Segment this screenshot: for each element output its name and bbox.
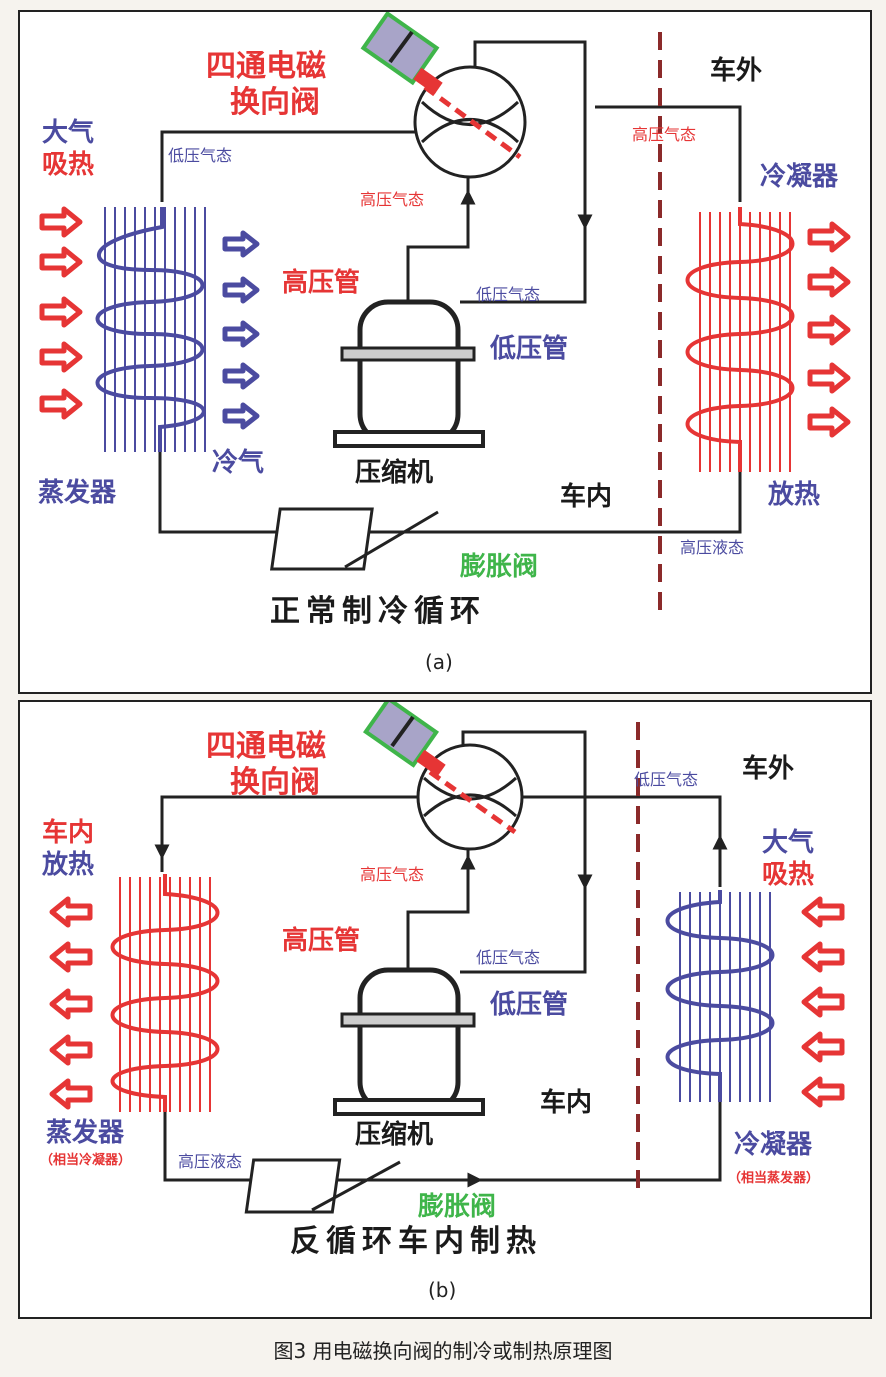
valve-label-line1: 四通电磁 [206, 729, 326, 764]
heat-in-arrows-right [801, 896, 845, 1108]
high-pressure-pipe-label: 高压管 [282, 926, 361, 956]
expansion-valve-label: 膨胀阀 [460, 552, 539, 582]
outside-label: 车外 [742, 754, 795, 784]
valve-label-line2: 换向阀 [230, 85, 320, 120]
low-pressure-gas-top-label: 低压气态 [168, 146, 233, 165]
condenser-label: 冷凝器 [760, 162, 839, 192]
heating-cycle-drawing [49, 702, 845, 1214]
low-pressure-pipe-label: 低压管 [490, 990, 569, 1020]
four-way-valve [360, 12, 527, 179]
heat-out-arrows-left [49, 896, 93, 1110]
high-pressure-gas-right-label: 高压气态 [632, 125, 697, 144]
heat-release-label: 放热 [768, 480, 821, 510]
low-pressure-gas-mid-label: 低压气态 [476, 948, 541, 967]
subfigure-caption: (b) [428, 1278, 457, 1302]
condenser-label: 冷凝器 [734, 1130, 813, 1160]
cold-air-arrows [225, 233, 257, 427]
panel-normal-cooling: 四通电磁 换向阀 车外 大气 吸热 低压气态 高压气态 冷凝器 高压气态 高压管… [18, 10, 872, 694]
refrigerant-pipes [154, 730, 728, 1188]
subfigure-caption: (a) [425, 650, 453, 674]
condenser-coil [685, 207, 795, 472]
absorb-heat-label: 吸热 [42, 150, 95, 180]
release-heat-label: 放热 [42, 850, 95, 880]
condenser-note: （相当蒸发器） [728, 1171, 820, 1186]
cabin-label: 车内 [42, 818, 95, 848]
expansion-valve-label: 膨胀阀 [418, 1192, 497, 1222]
cold-air-label: 冷气 [212, 448, 265, 478]
low-pressure-gas-right-label: 低压气态 [634, 770, 699, 789]
expansion-valve [244, 1158, 401, 1214]
compressor [333, 967, 485, 1116]
atmosphere-label: 大气 [762, 828, 815, 858]
atmosphere-label: 大气 [42, 118, 95, 148]
condenser-coil [665, 890, 775, 1102]
absorb-heat-label: 吸热 [762, 860, 815, 890]
diagram-title: 反循环车内制热 [290, 1224, 542, 1259]
low-pressure-pipe-label: 低压管 [490, 334, 569, 364]
evaporator-label: 蒸发器 [38, 478, 117, 508]
evaporator-coil [95, 207, 206, 452]
compressor-label: 压缩机 [355, 458, 434, 488]
four-way-valve [362, 702, 524, 851]
outside-label: 车外 [710, 56, 763, 86]
evaporator-coil [110, 874, 220, 1112]
figure-caption: 图3 用电磁换向阀的制冷或制热原理图 [273, 1339, 613, 1363]
high-pressure-gas-mid-label: 高压气态 [360, 865, 425, 884]
cooling-cycle-drawing [20, 12, 870, 612]
inside-label: 车内 [540, 1088, 593, 1118]
heat-out-arrows-right [810, 224, 848, 435]
low-pressure-gas-mid-label: 低压气态 [476, 285, 541, 304]
expansion-valve [270, 507, 439, 571]
compressor [333, 299, 485, 448]
compressor-label: 压缩机 [355, 1120, 434, 1150]
evaporator-note: （相当冷凝器） [40, 1153, 132, 1168]
heat-in-arrows-left [42, 209, 80, 417]
high-pressure-liquid-label: 高压液态 [178, 1152, 243, 1171]
evaporator-label: 蒸发器 [46, 1118, 125, 1148]
valve-label-line2: 换向阀 [230, 765, 320, 800]
high-pressure-liquid-label: 高压液态 [680, 538, 745, 557]
diagram-title: 正常制冷循环 [270, 594, 486, 629]
high-pressure-pipe-label: 高压管 [282, 268, 361, 298]
valve-label-line1: 四通电磁 [206, 49, 326, 84]
panel-reverse-heating: 四通电磁 换向阀 车外 低压气态 车内 放热 大气 吸热 高压气态 高压管 低压… [18, 700, 872, 1319]
inside-label: 车内 [560, 482, 613, 512]
high-pressure-gas-mid-label: 高压气态 [360, 190, 425, 209]
